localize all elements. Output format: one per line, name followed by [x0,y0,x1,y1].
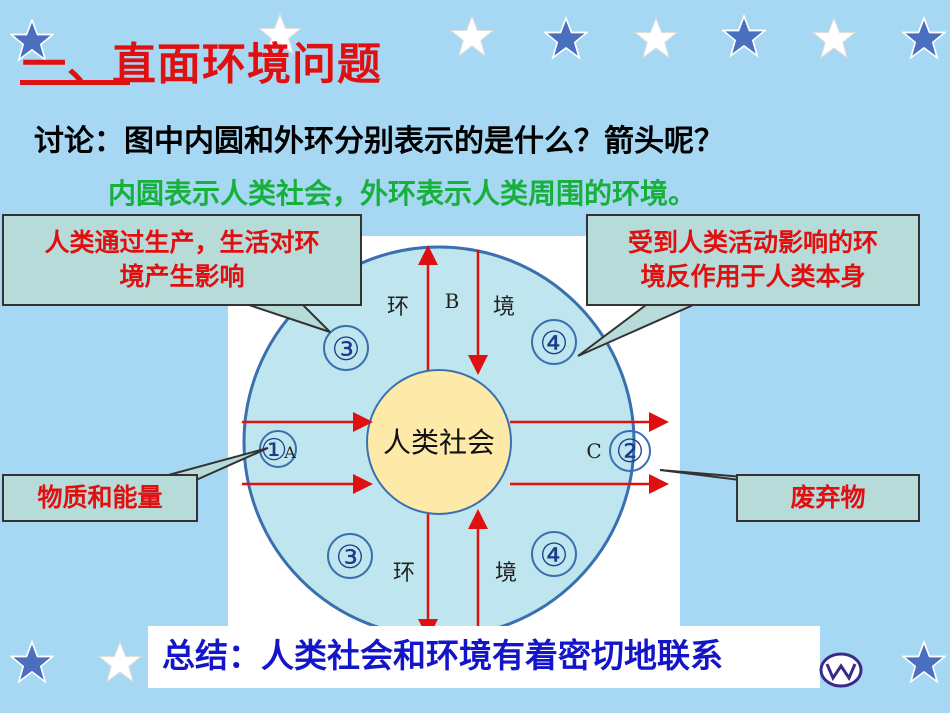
title-underline [20,80,130,85]
ring-word-3: 环 [393,561,415,586]
discussion-question: 讨论：图中内圆和外环分别表示的是什么？箭头呢？ [34,124,724,159]
star-icon [450,14,494,58]
ring-word-2: 境 [493,295,515,320]
ring-word-4: 境 [495,561,517,586]
number-3-bottom: ③ [336,538,365,576]
callout-human-impact: 人类通过生产，生活对环 境产生影响 [2,214,362,306]
callout-waste: 废弃物 [736,474,920,522]
letter-c: C [586,439,601,463]
callout-environment-reaction-line-2: 境反作用于人类本身 [640,262,866,291]
star-icon [258,12,302,56]
center-label: 人类社会 [383,426,495,459]
star-icon [902,640,946,684]
ring-word-1: 环 [387,295,409,320]
inner-circle [366,369,512,515]
discussion-answer: 内圆表示人类社会，外环表示人类周围的环境。 [108,177,697,210]
letter-a: A [283,443,296,462]
star-icon [98,640,142,684]
star-icon [634,16,678,60]
callout-environment-reaction-line-1: 受到人类活动影响的环 [627,228,878,257]
star-icon [902,16,946,60]
star-icon [722,14,766,58]
logo-icon [819,652,863,688]
callout-human-impact-line-1: 人类通过生产，生活对环 [44,228,320,257]
number-2: ② [616,432,645,470]
diagram-svg: 人类社会 环 境 环 境 B A C ③ ④ ① ② ③ ④ [242,245,669,639]
number-3-top: ③ [332,330,361,368]
letter-b: B [445,289,460,313]
callout-environment-reaction: 受到人类活动影响的环 境反作用于人类本身 [586,214,920,306]
number-4-bottom: ④ [540,536,569,574]
star-icon [10,640,54,684]
summary-text: 总结：人类社会和环境有着密切地联系 [148,626,820,688]
number-4-top: ④ [540,324,569,362]
callout-human-impact-line-2: 境产生影响 [119,262,245,291]
star-icon [544,16,588,60]
number-1: ① [261,433,288,468]
star-icon [812,16,856,60]
star-icon [10,18,54,62]
callout-matter-energy: 物质和能量 [2,474,198,522]
